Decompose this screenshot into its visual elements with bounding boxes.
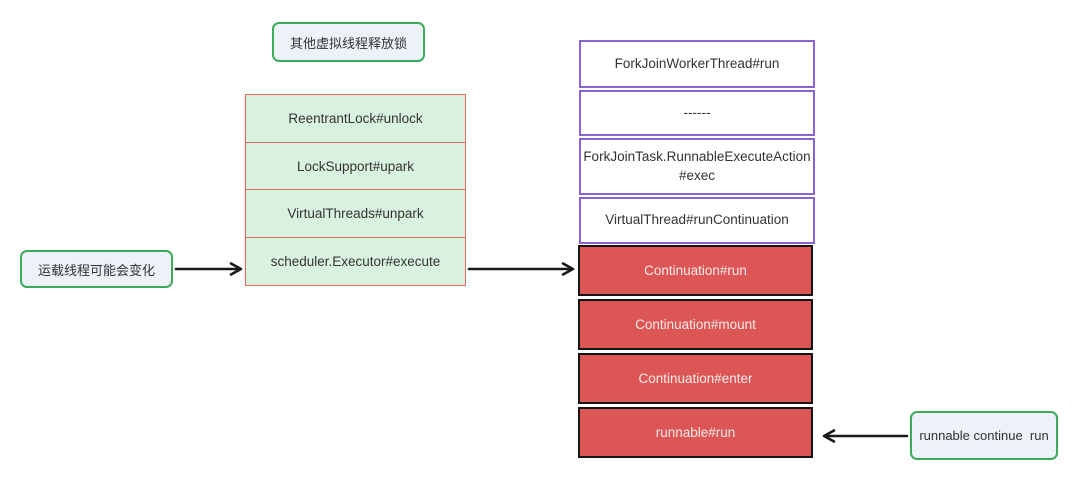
continuation-call-stack: Continuation#run Continuation#mount Cont… <box>578 245 813 458</box>
unlock-call-stack: ReentrantLock#unlock LockSupport#upark V… <box>245 94 466 286</box>
arrow-left-note-to-executor <box>174 262 243 276</box>
note-carrier-thread-may-change: 运载线程可能会变化 <box>20 250 173 288</box>
note-runnable-continue-run: runnable continue run <box>910 411 1058 460</box>
stack-row-forkjointask-exec: ForkJoinTask.RunnableExecuteAction#exec <box>579 138 815 195</box>
stack-row-runnable-run: runnable#run <box>578 407 813 458</box>
stack-row-continuation-mount: Continuation#mount <box>578 299 813 350</box>
stack-row-virtualthreads-unpark: VirtualThreads#unpark <box>245 189 466 238</box>
stack-row-continuation-run: Continuation#run <box>578 245 813 296</box>
stack-row-scheduler-executor-execute: scheduler.Executor#execute <box>245 236 466 286</box>
note-other-vthreads-release-lock: 其他虚拟线程释放锁 <box>272 22 425 62</box>
stack-row-continuation-enter: Continuation#enter <box>578 353 813 404</box>
stack-row-virtualthread-runcontinuation: VirtualThread#runContinuation <box>579 197 815 244</box>
stack-row-reentrantlock-unlock: ReentrantLock#unlock <box>245 94 466 143</box>
carrier-thread-call-stack: ForkJoinWorkerThread#run ------ ForkJoin… <box>579 40 815 244</box>
arrow-right-note-to-runnable-run <box>822 429 909 443</box>
arrow-executor-to-continuation-run <box>467 262 575 276</box>
stack-row-forkjoinworkerthread-run: ForkJoinWorkerThread#run <box>579 40 815 88</box>
stack-row-ellipsis: ------ <box>579 90 815 136</box>
stack-row-locksupport-upark: LockSupport#upark <box>245 141 466 191</box>
